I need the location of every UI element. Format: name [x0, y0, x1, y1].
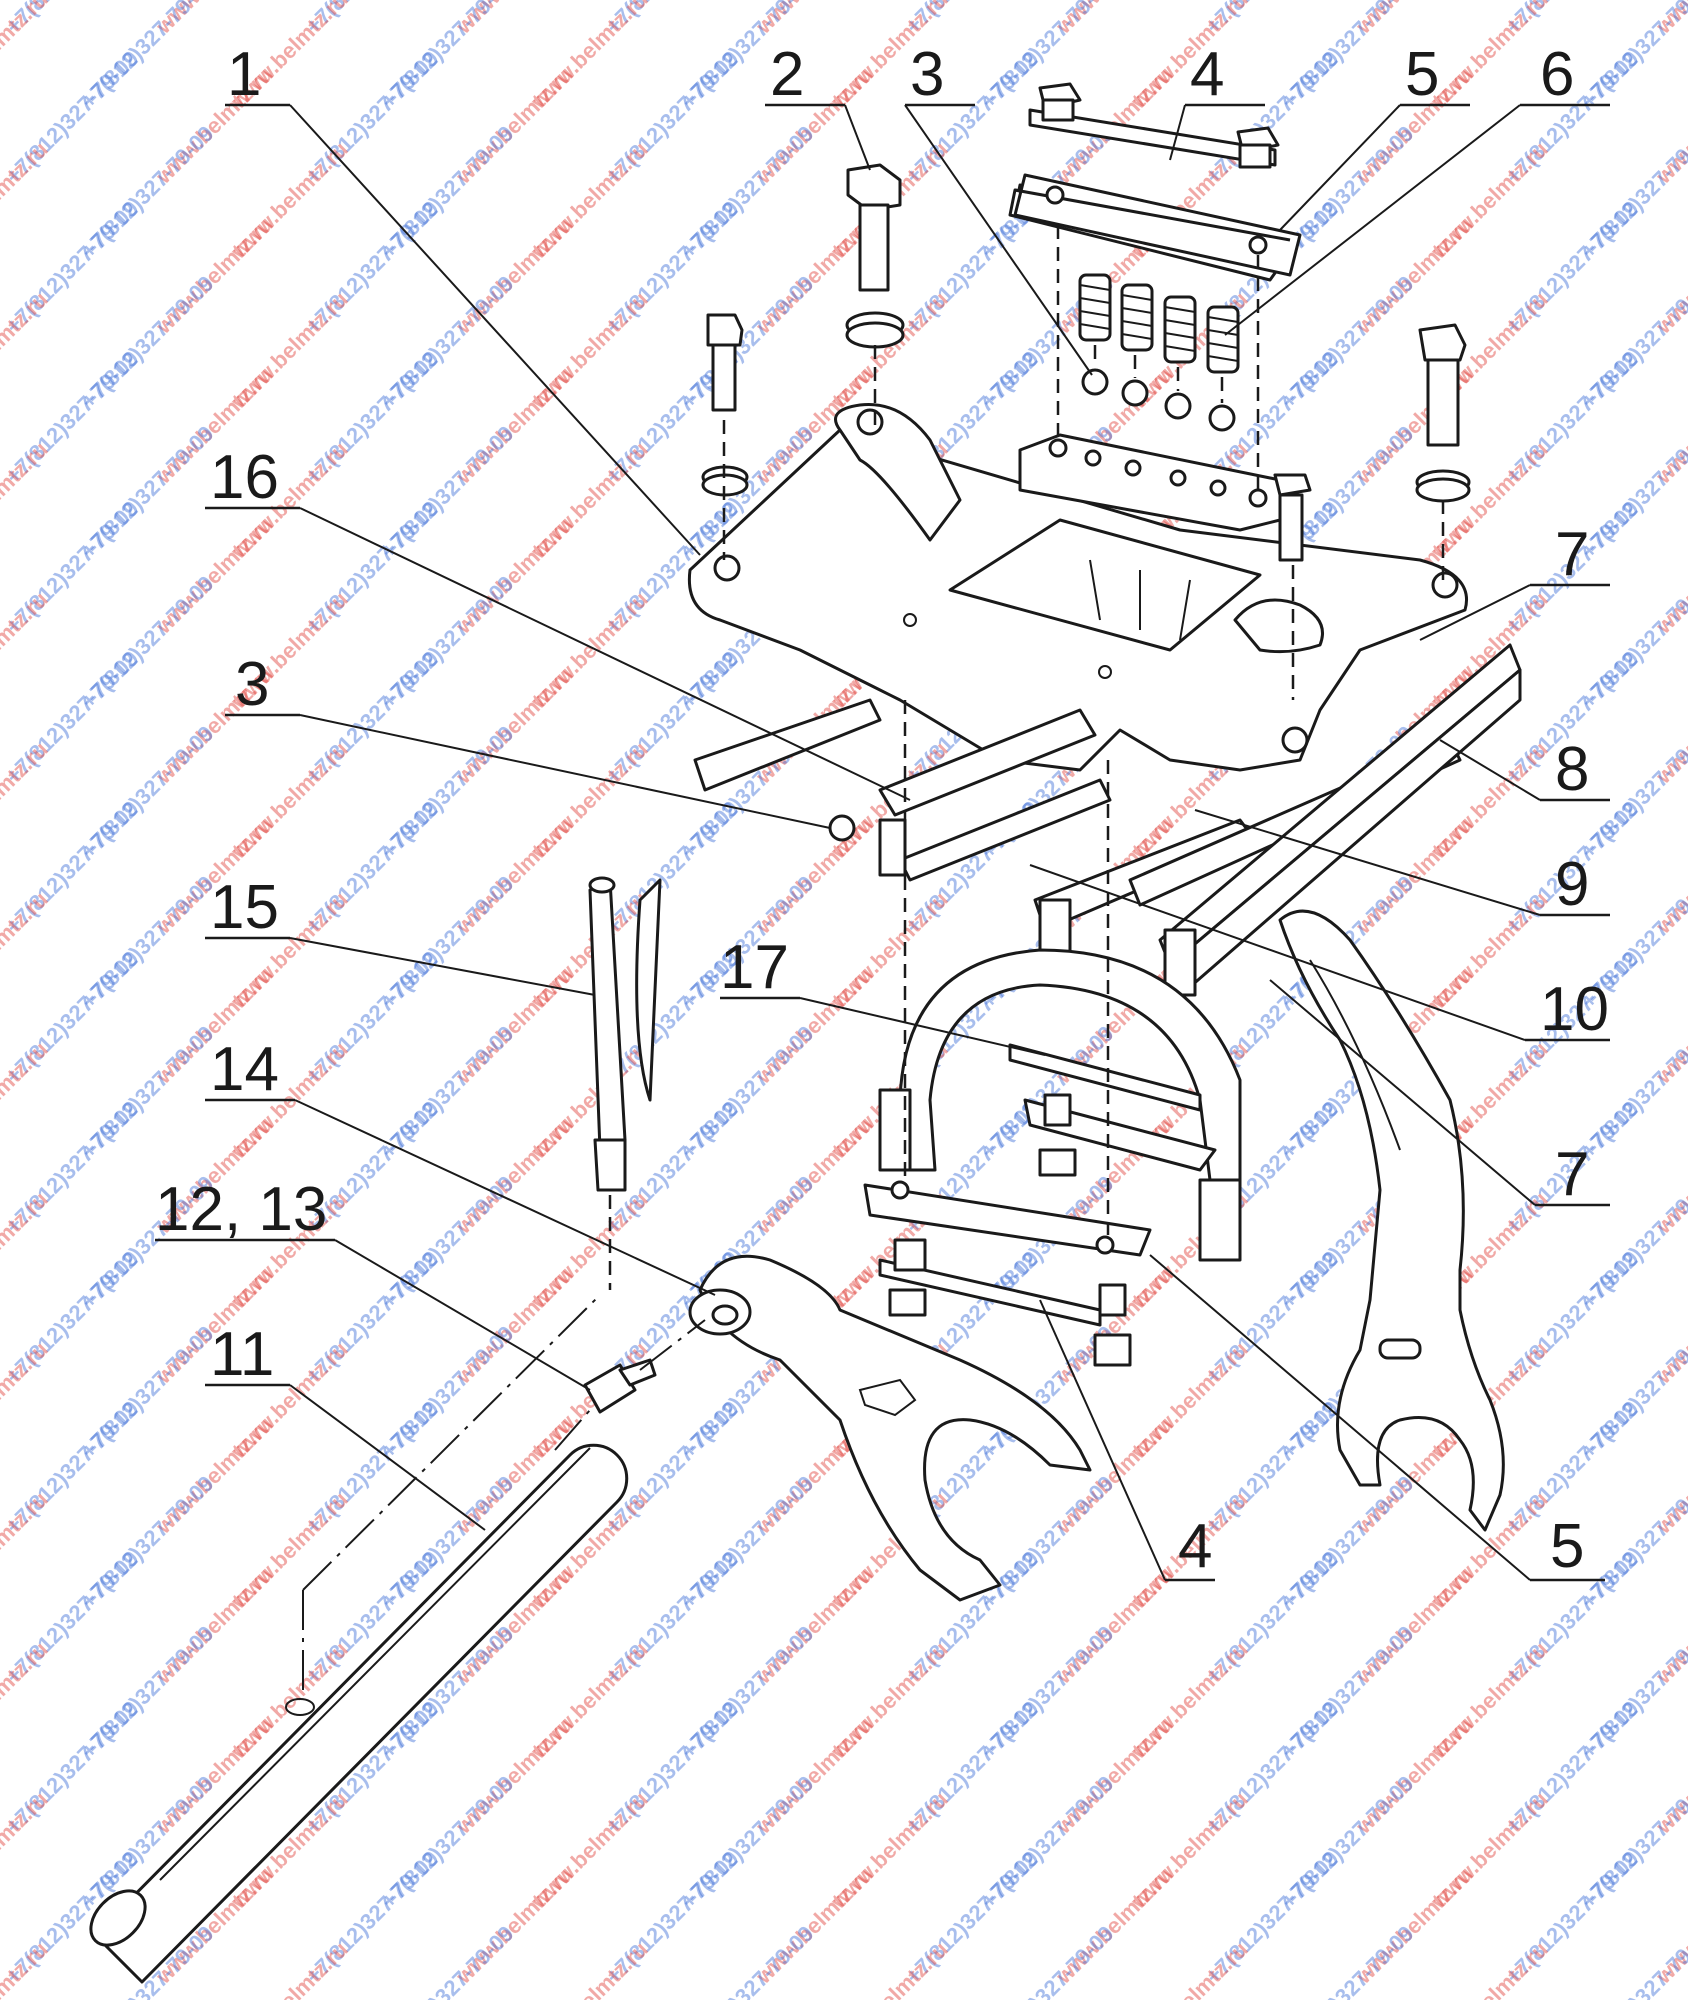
callout-label: 11: [210, 1320, 274, 1389]
watermark-site: www.belmtz.ru: [0, 587, 53, 715]
callout-label: 3: [235, 650, 269, 719]
assembly-lines: [302, 225, 1445, 1690]
callout-label: 16: [210, 443, 279, 512]
watermark-site: www.belmtz.ru: [0, 1637, 53, 1765]
watermark-site: www.belmtz.ru: [825, 1937, 953, 2000]
callout-11: 11: [205, 1320, 486, 1531]
watermark-site: www.belmtz.ru: [1425, 1937, 1553, 2000]
bolt-part-2: [845, 163, 905, 349]
callout-4-top: 4: [1169, 40, 1265, 161]
callout-label: 7: [1555, 1140, 1589, 1209]
spring-3: [1163, 295, 1197, 364]
callout-10: 10: [1029, 864, 1610, 1044]
callout-3-top: 3: [904, 40, 1093, 376]
callout-label: 1: [227, 40, 261, 109]
callout-label: 5: [1550, 1512, 1584, 1581]
callout-5-bottom: 5: [1149, 1254, 1605, 1582]
callout-2: 2: [765, 40, 871, 171]
callout-label: 2: [770, 40, 804, 109]
spring-2: [1120, 283, 1154, 352]
callout-12-13: 12, 13: [155, 1175, 591, 1391]
callout-6: 6: [1224, 40, 1610, 336]
watermark-site: www.belmtz.ru: [0, 0, 53, 114]
shift-rails: [693, 643, 1522, 1002]
watermark-site: www.belmtz.ru: [525, 1937, 653, 2000]
bolt-center: [1273, 473, 1312, 562]
callout-9: 9: [1194, 809, 1610, 919]
spring-1: [1078, 273, 1112, 342]
watermark-site: www.belmtz.ru: [0, 1487, 53, 1615]
spring-4: [1206, 305, 1240, 374]
callout-label: 8: [1555, 735, 1589, 804]
top-plate-part-1: [687, 402, 1468, 772]
callout-5-top: 5: [1279, 40, 1470, 231]
watermark-site: www.belmtz.ru: [0, 1187, 53, 1315]
fork-part-14: [688, 1254, 1092, 1602]
watermark-phone: +7(812)327-79-09: [1576, 1921, 1688, 2000]
ball-part-3: [828, 814, 856, 842]
watermark-site: www.belmtz.ru: [0, 1037, 53, 1165]
bolts: [701, 82, 1471, 1367]
callout-7-upper: 7: [1419, 520, 1610, 641]
watermark-phone: +7(812)327-79-09: [1276, 1921, 1419, 2000]
callout-label: 15: [210, 873, 279, 942]
bolt-right: [1415, 323, 1471, 503]
watermark-site: www.belmtz.ru: [0, 137, 53, 265]
callout-4-bottom: 4: [1039, 1299, 1215, 1582]
watermark-site: www.belmtz.ru: [0, 1787, 53, 1915]
watermark-site: www.belmtz.ru: [225, 1937, 353, 2000]
callout-14: 14: [205, 1035, 716, 1296]
lever-part-7: [1278, 909, 1505, 1532]
callout-15: 15: [205, 873, 596, 996]
callouts: 1 2 3 4 5 6 16: [155, 40, 1610, 1582]
callout-label: 10: [1540, 975, 1609, 1044]
callout-label: 4: [1178, 1512, 1212, 1581]
callout-1: 1: [225, 40, 701, 556]
callout-label: 17: [720, 933, 789, 1002]
callout-8: 8: [1439, 735, 1610, 804]
callout-7-lower: 7: [1269, 979, 1610, 1209]
parts-drawing: [89, 82, 1522, 1984]
watermark-phone: +7(812)327-79-09: [676, 1921, 819, 2000]
callout-label: 6: [1540, 40, 1574, 109]
callout-label: 4: [1190, 40, 1224, 109]
watermark-site: www.belmtz.ru: [0, 287, 53, 415]
watermark-site: www.belmtz.ru: [1125, 1937, 1253, 2000]
callout-label: 9: [1555, 850, 1589, 919]
watermark-site: www.belmtz.ru: [0, 737, 53, 865]
watermark-site: www.belmtz.ru: [0, 437, 53, 565]
shaft-part-11: [89, 1443, 629, 1984]
callout-label: 7: [1555, 520, 1589, 589]
callout-label: 3: [910, 40, 944, 109]
watermark-site: www.belmtz.ru: [0, 887, 53, 1015]
callout-3-mid: 3: [225, 650, 831, 829]
springs-part-6: [1078, 273, 1240, 432]
callout-label: 5: [1405, 40, 1439, 109]
watermark-phone: +7(812)327-79-09: [976, 1921, 1119, 2000]
callout-label: 14: [210, 1035, 279, 1104]
watermark-site: www.belmtz.ru: [0, 1337, 53, 1465]
lever-part-15: [588, 876, 662, 1192]
callout-16: 16: [205, 443, 911, 801]
watermark-phone: +7(812)327-79-09: [376, 1921, 519, 2000]
plates: [863, 108, 1302, 1327]
callout-label: 12, 13: [155, 1175, 327, 1244]
callout-17: 17: [720, 933, 1046, 1056]
